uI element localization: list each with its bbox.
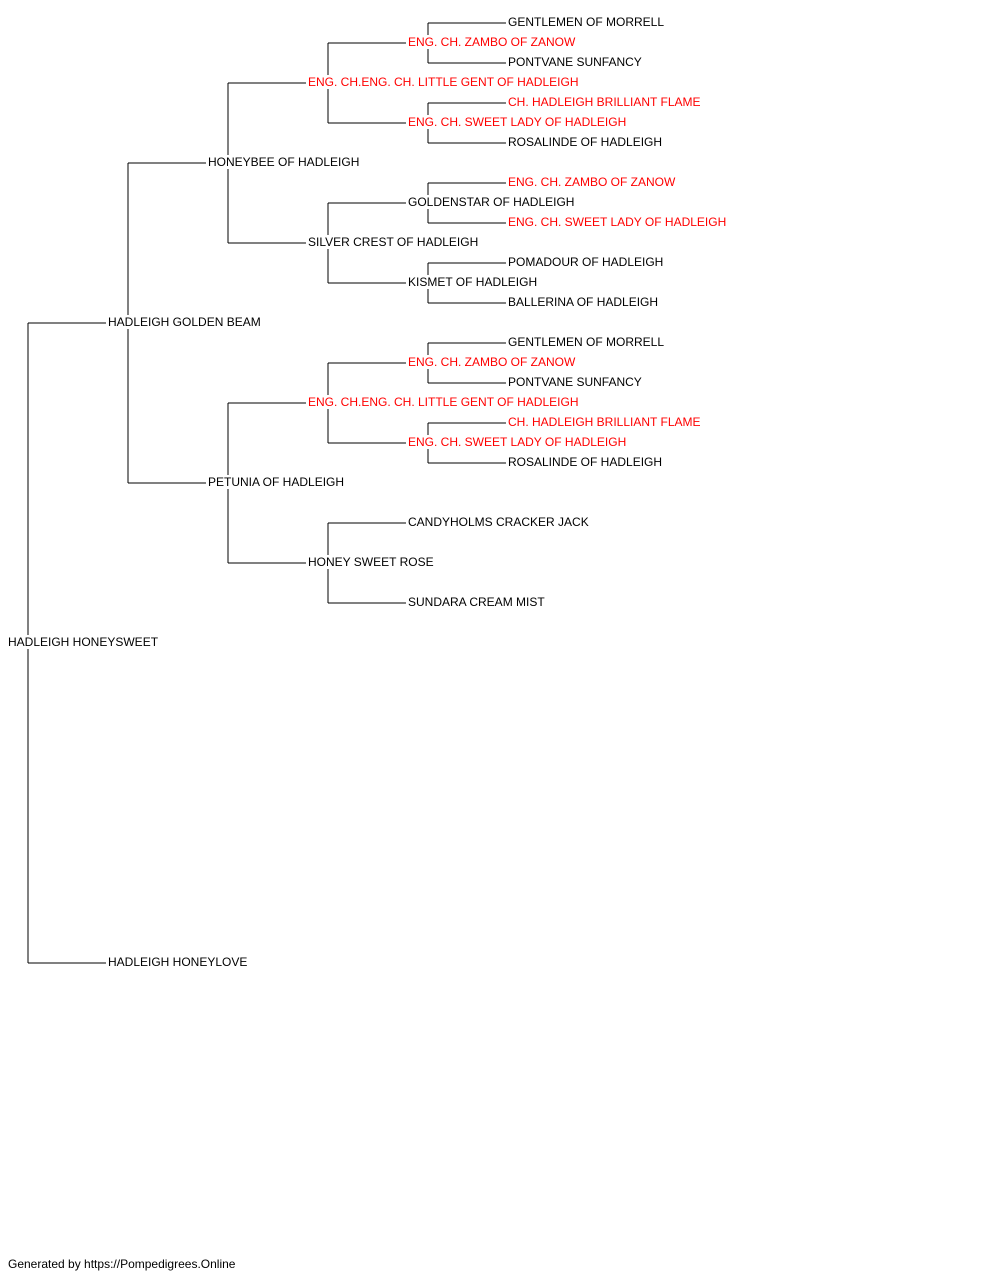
dog-name[interactable]: BALLERINA OF HADLEIGH — [506, 295, 661, 309]
dog-name[interactable]: PONTVANE SUNFANCY — [506, 375, 644, 389]
dog-name[interactable]: ENG. CH.ENG. CH. LITTLE GENT OF HADLEIGH — [306, 395, 581, 409]
dog-name[interactable]: SILVER CREST OF HADLEIGH — [306, 235, 481, 249]
dog-name[interactable]: ENG. CH. SWEET LADY OF HADLEIGH — [506, 215, 729, 229]
dog-name[interactable]: GOLDENSTAR OF HADLEIGH — [406, 195, 577, 209]
dog-name[interactable]: HADLEIGH HONEYLOVE — [106, 955, 250, 969]
dog-name[interactable]: ENG. CH. ZAMBO OF ZANOW — [406, 35, 578, 49]
dog-name[interactable]: ENG. CH.ENG. CH. LITTLE GENT OF HADLEIGH — [306, 75, 581, 89]
dog-name[interactable]: ENG. CH. ZAMBO OF ZANOW — [406, 355, 578, 369]
dog-name[interactable]: ROSALINDE OF HADLEIGH — [506, 455, 665, 469]
dog-name[interactable]: CANDYHOLMS CRACKER JACK — [406, 515, 591, 529]
dog-name[interactable]: CH. HADLEIGH BRILLIANT FLAME — [506, 95, 703, 109]
dog-name[interactable]: POMADOUR OF HADLEIGH — [506, 255, 666, 269]
dog-name[interactable]: PETUNIA OF HADLEIGH — [206, 475, 347, 489]
dog-name[interactable]: ENG. CH. SWEET LADY OF HADLEIGH — [406, 115, 629, 129]
dog-name[interactable]: KISMET OF HADLEIGH — [406, 275, 540, 289]
dog-name[interactable]: ENG. CH. SWEET LADY OF HADLEIGH — [406, 435, 629, 449]
dog-name[interactable]: PONTVANE SUNFANCY — [506, 55, 644, 69]
dog-name[interactable]: HONEYBEE OF HADLEIGH — [206, 155, 362, 169]
dog-name[interactable]: HADLEIGH HONEYSWEET — [6, 635, 161, 649]
dog-name[interactable]: ENG. CH. ZAMBO OF ZANOW — [506, 175, 678, 189]
dog-name[interactable]: HADLEIGH GOLDEN BEAM — [106, 315, 263, 329]
footer-credit: Generated by https://Pompedigrees.Online — [8, 1257, 236, 1271]
dog-name[interactable]: SUNDARA CREAM MIST — [406, 595, 547, 609]
dog-name[interactable]: HONEY SWEET ROSE — [306, 555, 436, 569]
dog-name[interactable]: GENTLEMEN OF MORRELL — [506, 15, 667, 29]
dog-name[interactable]: CH. HADLEIGH BRILLIANT FLAME — [506, 415, 703, 429]
dog-name[interactable]: ROSALINDE OF HADLEIGH — [506, 135, 665, 149]
dog-name[interactable]: GENTLEMEN OF MORRELL — [506, 335, 667, 349]
